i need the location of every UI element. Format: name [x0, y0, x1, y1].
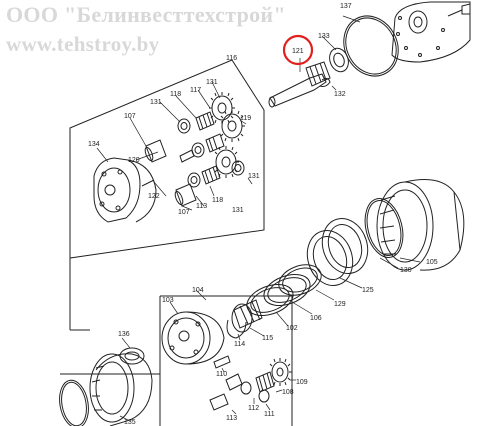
planet-gear-109 [269, 358, 292, 386]
callout-131-b: 131 [150, 99, 162, 106]
callout-131: 131 [206, 79, 218, 86]
ring-gear-housing-105 [376, 179, 465, 271]
pin-120 [179, 149, 195, 163]
pin-113-a [225, 373, 243, 391]
gear-115 [231, 299, 263, 333]
callout-132: 132 [334, 91, 346, 98]
planet-carrier-134 [93, 157, 157, 223]
needle-bearing-118-b [205, 133, 225, 153]
callout-114: 114 [234, 341, 245, 348]
callout-115: 115 [262, 335, 273, 342]
callout-110: 110 [216, 371, 227, 378]
callout-106: 106 [310, 315, 322, 322]
washer-133 [329, 47, 349, 73]
needle-bearing-108 [255, 371, 275, 393]
hub-cover [391, 1, 471, 63]
callout-131-c: 131 [248, 173, 260, 180]
highlight-circle-121 [282, 34, 314, 66]
callout-134: 134 [88, 141, 100, 148]
callout-111: 111 [264, 411, 275, 418]
snap-ring-114 [226, 319, 247, 339]
callout-113-b: 113 [226, 415, 237, 422]
callout-130: 130 [400, 267, 412, 274]
planet-pin-107-b [174, 183, 197, 207]
spring-pin-122 [141, 179, 155, 187]
callout-105: 105 [426, 259, 438, 266]
needle-bearing-118-a [195, 111, 215, 131]
callout-135: 135 [124, 419, 136, 426]
callout-122: 122 [148, 193, 160, 200]
planet-gear-117-a [209, 92, 235, 124]
callout-107: 107 [124, 113, 136, 120]
output-hub-136 [89, 347, 153, 426]
bearing-125 [306, 218, 369, 286]
callout-109: 109 [296, 379, 308, 386]
washer-112 [240, 381, 252, 395]
callout-131-d: 131 [232, 207, 244, 214]
washer-131-d [231, 160, 245, 176]
watermark-company: ООО "Белинвесттехстрой" [6, 2, 286, 27]
washer-131-c [187, 172, 201, 188]
callout-133: 133 [318, 33, 330, 40]
callout-113: 113 [196, 203, 207, 210]
callout-120: 120 [128, 157, 140, 164]
callout-118-b: 118 [212, 197, 223, 204]
callout-108: 108 [282, 389, 294, 396]
carrier-assembly-frame-116 [69, 59, 265, 259]
washer-131-a [177, 118, 191, 134]
sun-gear-shaft-121 [268, 61, 331, 108]
washer-111 [258, 389, 270, 403]
planet-pin-107-a [144, 139, 167, 163]
carrier-103 [161, 311, 225, 365]
planet-gear-117-b [220, 110, 245, 142]
o-ring-130 [364, 198, 404, 258]
callout-104: 104 [192, 287, 204, 294]
watermark-site: www.tehstroy.by [6, 32, 160, 56]
callout-118: 118 [170, 91, 181, 98]
snap-ring-132 [319, 77, 331, 87]
needle-bearing-118-c [201, 165, 221, 185]
callout-107-b: 107 [178, 209, 190, 216]
callout-112: 112 [248, 405, 259, 412]
pin-113-b [209, 393, 229, 411]
carrier-frame-103 [160, 295, 293, 426]
callout-129: 129 [334, 301, 346, 308]
callout-125: 125 [362, 287, 374, 294]
callout-137: 137 [340, 3, 352, 10]
callout-119: 119 [240, 115, 251, 122]
callout-102: 102 [286, 325, 298, 332]
pin-110 [213, 355, 231, 369]
callout-116: 116 [226, 55, 237, 62]
callout-136: 136 [118, 331, 130, 338]
callout-121: 121 [292, 48, 304, 55]
o-ring-135 [59, 379, 89, 426]
callout-103: 103 [162, 297, 174, 304]
callout-117: 117 [190, 87, 201, 94]
